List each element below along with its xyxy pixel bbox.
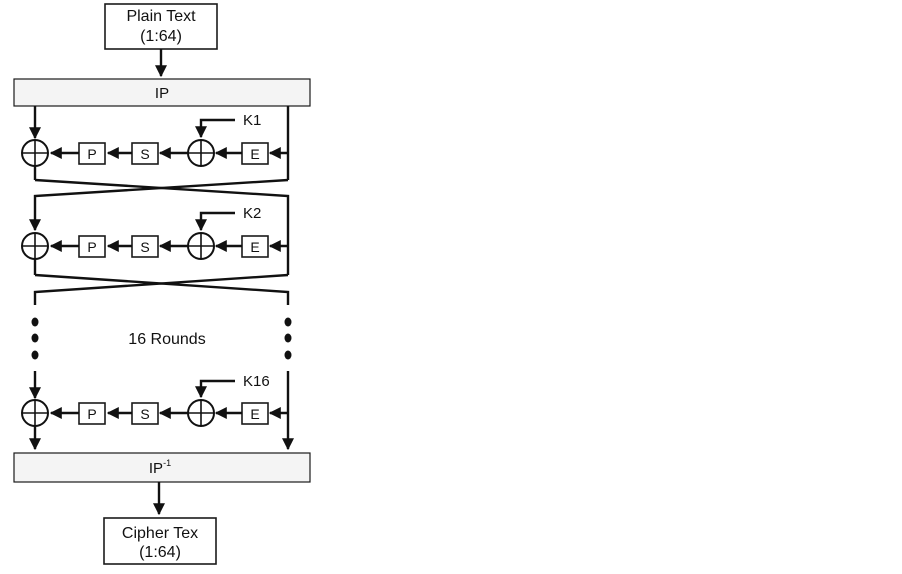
cipher-text-size: (1:64): [139, 544, 181, 561]
sbox-label-1: S: [140, 146, 149, 162]
sbox-box-16: S: [131, 402, 159, 425]
expansion-box-16: E: [241, 402, 269, 425]
swap-cross-2b: [33, 273, 289, 305]
key-xor-1: [187, 139, 215, 167]
expansion-label-16: E: [250, 406, 259, 422]
key-xor-2: [187, 232, 215, 260]
swap-cross-1b: [29, 178, 289, 232]
left-xor-2: [21, 232, 49, 260]
permutation-label-16: P: [87, 406, 96, 422]
sbox-label-16: S: [140, 406, 149, 422]
cipher-text-label: Cipher Tex: [122, 525, 198, 542]
ip-inverse-block: IP-1: [13, 452, 311, 483]
permutation-label-1: P: [87, 146, 96, 162]
round-16: E K16 S P: [21, 371, 294, 451]
swap-cross-1a: [34, 178, 290, 233]
key-arrow-1: [195, 118, 235, 139]
round-key-label-1: K1: [243, 112, 261, 129]
plain-text-box: Plain Text (1:64): [104, 3, 218, 50]
ip-inverse-superscript: -1: [163, 458, 171, 468]
rounds-ellipsis: 16 Rounds: [31, 317, 292, 360]
expansion-box-2: E: [241, 235, 269, 258]
round-key-label-2: K2: [243, 205, 261, 222]
expansion-box-1: E: [241, 142, 269, 165]
key-xor-16: [187, 399, 215, 427]
permutation-box-16: P: [78, 402, 106, 425]
left-ellipsis-dots: [31, 317, 39, 360]
permutation-box-1: P: [78, 142, 106, 165]
key-arrow-16: [195, 379, 235, 399]
sbox-box-2: S: [131, 235, 159, 258]
expansion-label-1: E: [250, 146, 259, 162]
plain-text-size: (1:64): [140, 28, 182, 45]
ip-inverse-base: IP: [149, 460, 163, 477]
round-2: E K2 S P: [21, 205, 290, 305]
round-1: E K1 S P: [21, 106, 290, 233]
ip-label: IP: [155, 85, 169, 102]
ip-block: IP: [13, 78, 311, 107]
rounds-label: 16 Rounds: [128, 331, 205, 348]
permutation-box-2: P: [78, 235, 106, 258]
round-key-label-16: K16: [243, 373, 270, 390]
key-arrow-2: [195, 211, 235, 232]
sbox-box-1: S: [131, 142, 159, 165]
left-xor-16: [21, 399, 49, 427]
ip-inverse-label: IP-1: [149, 458, 171, 477]
right-ellipsis-dots: [284, 317, 292, 360]
swap-cross-2a: [34, 273, 290, 305]
expansion-label-2: E: [250, 239, 259, 255]
left-xor-1: [21, 139, 49, 167]
sbox-label-2: S: [140, 239, 149, 255]
cipher-text-box: Cipher Tex (1:64): [103, 517, 217, 565]
permutation-label-2: P: [87, 239, 96, 255]
plain-text-label: Plain Text: [126, 8, 196, 25]
